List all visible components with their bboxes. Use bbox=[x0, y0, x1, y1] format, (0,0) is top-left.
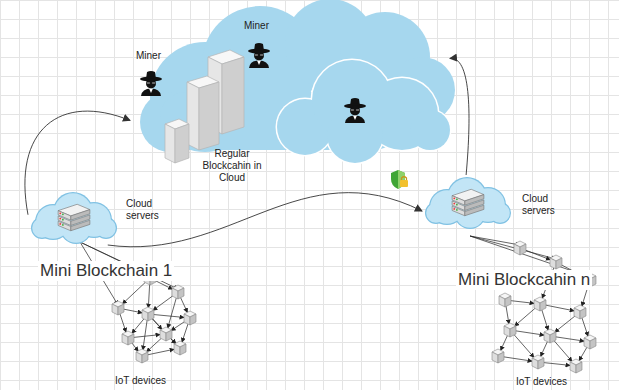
iot-link bbox=[143, 320, 147, 350]
iot-link bbox=[504, 357, 532, 361]
node-label: Cloud servers bbox=[126, 198, 170, 222]
iot-device bbox=[160, 327, 172, 341]
iot-link bbox=[582, 318, 588, 337]
iot-device bbox=[570, 359, 582, 373]
cloud-region: Regular Blockcahin in Cloud bbox=[130, 2, 450, 190]
iot-link bbox=[516, 331, 544, 335]
cloud-server-group: Cloud servers bbox=[422, 175, 569, 235]
iot-device bbox=[584, 335, 596, 349]
group-title: Mini Blockchain 1 bbox=[38, 261, 174, 281]
iot-link bbox=[153, 296, 173, 311]
iot-device bbox=[122, 331, 134, 345]
iot-link bbox=[526, 250, 551, 260]
connector-arrow bbox=[450, 58, 469, 175]
iot-link bbox=[155, 281, 172, 290]
iot-device bbox=[544, 329, 556, 343]
iot-link bbox=[132, 319, 144, 334]
iot-link bbox=[146, 338, 161, 352]
shield-icon bbox=[391, 170, 408, 189]
iot-link bbox=[546, 305, 574, 311]
iot-link bbox=[134, 335, 160, 338]
iot-device bbox=[550, 255, 562, 269]
iot-link bbox=[182, 324, 188, 343]
iot-device bbox=[514, 241, 526, 255]
iot-link bbox=[511, 301, 534, 304]
iot-link bbox=[515, 308, 536, 326]
iot-link bbox=[544, 363, 570, 366]
iot-link bbox=[470, 236, 520, 245]
iot-link bbox=[148, 349, 174, 355]
iot-device bbox=[532, 355, 544, 369]
iot-link bbox=[501, 335, 508, 350]
iot-device bbox=[574, 305, 586, 319]
iot-device bbox=[534, 297, 546, 311]
iot-link bbox=[541, 341, 548, 356]
iot-device bbox=[172, 285, 184, 299]
node-label: Regular Blockcahin in Cloud bbox=[192, 148, 272, 184]
cloud-server-group: Cloud servers bbox=[28, 190, 173, 245]
iot-link bbox=[579, 347, 587, 361]
group-title: Mini Blockcahin n bbox=[456, 270, 592, 290]
iot-device bbox=[499, 293, 511, 307]
device-label: IoT devices bbox=[113, 375, 168, 387]
connector-arrow bbox=[108, 193, 422, 247]
miner-label: Miner bbox=[242, 20, 271, 32]
iot-link bbox=[556, 337, 584, 341]
iot-device bbox=[504, 323, 516, 337]
iot-link bbox=[554, 341, 572, 362]
iot-link bbox=[514, 335, 534, 358]
iot-device bbox=[142, 307, 154, 321]
iot-link bbox=[154, 315, 184, 318]
iot-link bbox=[555, 316, 576, 333]
miner-label: Miner bbox=[134, 50, 163, 62]
iot-link bbox=[152, 318, 176, 343]
iot-link bbox=[542, 310, 548, 331]
node-label: Cloud servers bbox=[522, 193, 566, 217]
iot-link bbox=[506, 306, 509, 324]
iot-link bbox=[132, 343, 139, 352]
iot-link bbox=[171, 321, 185, 330]
iot-link bbox=[148, 284, 149, 308]
iot-link bbox=[170, 338, 176, 344]
iot-link bbox=[122, 282, 145, 304]
iot-device bbox=[492, 349, 504, 363]
iot-link bbox=[470, 236, 556, 259]
iot-device bbox=[174, 341, 186, 355]
cloud-shape bbox=[130, 2, 450, 190]
iot-link bbox=[181, 297, 188, 312]
iot-device bbox=[112, 301, 124, 315]
iot-link bbox=[168, 298, 177, 328]
iot-device bbox=[136, 349, 148, 363]
iot-device bbox=[184, 311, 196, 325]
device-label: IoT devices bbox=[514, 376, 569, 388]
iot-link bbox=[120, 314, 126, 333]
iot-link bbox=[124, 309, 142, 313]
